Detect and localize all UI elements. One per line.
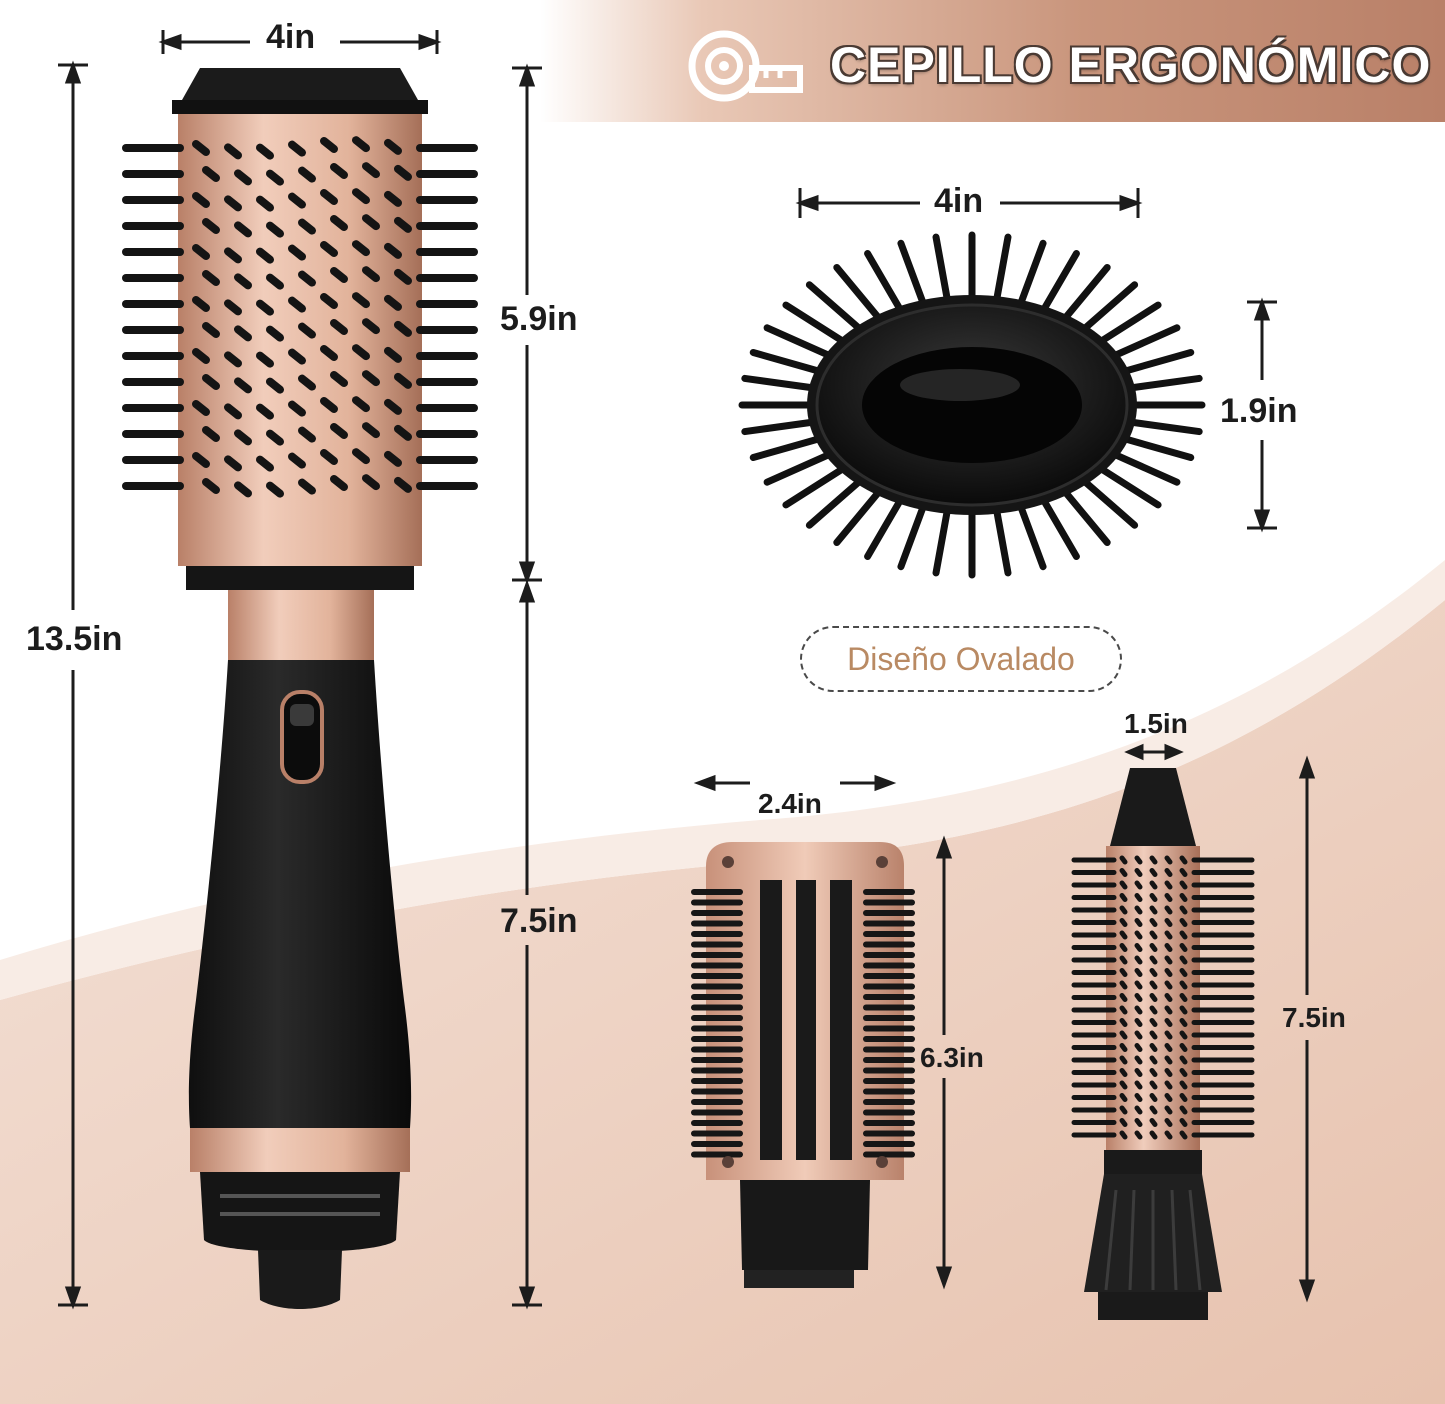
main-brush-handle-height-label: 7.5in (500, 902, 578, 940)
oval-design-caption: Diseño Ovalado (800, 626, 1122, 692)
main-brush-illustration (122, 68, 478, 1309)
measuring-tape-icon (688, 30, 803, 102)
main-brush-total-height-label: 13.5in (26, 620, 123, 658)
flat-brush-width-label: 2.4in (758, 788, 822, 819)
flat-brush-illustration (691, 842, 915, 1288)
oval-brush-height-label: 1.9in (1220, 392, 1298, 430)
round-brush-height-label: 7.5in (1282, 1002, 1346, 1033)
oval-brush-illustration (738, 231, 1206, 579)
flat-brush-height-label: 6.3in (920, 1042, 984, 1073)
oval-brush-width-label: 4in (934, 182, 984, 220)
main-brush-width-label: 4in (266, 18, 316, 56)
main-brush-head-height-label: 5.9in (500, 300, 578, 338)
banner-title: CEPILLO ERGONÓMICO (830, 37, 1432, 93)
round-brush-width-label: 1.5in (1124, 708, 1188, 739)
round-brush-illustration (1071, 768, 1255, 1320)
